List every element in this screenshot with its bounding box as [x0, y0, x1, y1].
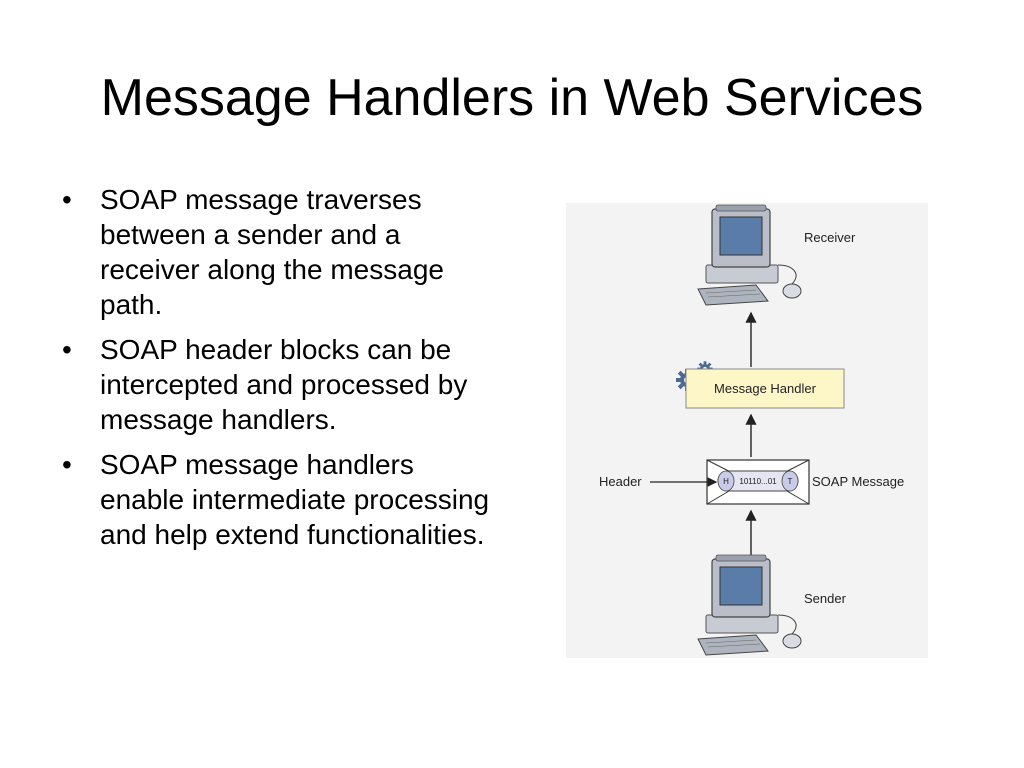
bullet-text: SOAP message handlers enable intermediat…: [100, 449, 490, 550]
diagram-canvas: Receiver Message Handler H: [599, 204, 904, 656]
envelope-body-bits: 10110...01: [739, 477, 777, 486]
bullet-item: • SOAP message traverses between a sende…: [60, 182, 490, 322]
envelope-trailer-marker: T: [788, 477, 793, 486]
sender-computer-icon: [697, 554, 802, 656]
sender-label: Sender: [804, 591, 847, 606]
bullet-marker: •: [62, 184, 72, 215]
message-handler-box: [685, 368, 845, 409]
receiver-computer-icon: [697, 204, 802, 306]
header-label: Header: [599, 474, 642, 489]
bullet-text: SOAP header blocks can be intercepted an…: [100, 334, 468, 435]
soap-message-label: SOAP Message: [812, 474, 904, 489]
bullet-item: • SOAP header blocks can be intercepted …: [60, 332, 490, 437]
message-handler-label: Message Handler: [714, 381, 817, 396]
soap-envelope-icon: [706, 459, 810, 505]
slide-title: Message Handlers in Web Services: [100, 69, 924, 127]
bullet-text: SOAP message traverses between a sender …: [100, 184, 444, 320]
bullet-marker: •: [62, 334, 72, 365]
bullet-marker: •: [62, 449, 72, 480]
message-flow-diagram: Receiver Message Handler H: [566, 203, 928, 658]
bullet-item: • SOAP message handlers enable intermedi…: [60, 447, 490, 552]
receiver-label: Receiver: [804, 230, 856, 245]
bullet-list: • SOAP message traverses between a sende…: [60, 182, 490, 562]
envelope-header-marker: H: [723, 477, 729, 486]
